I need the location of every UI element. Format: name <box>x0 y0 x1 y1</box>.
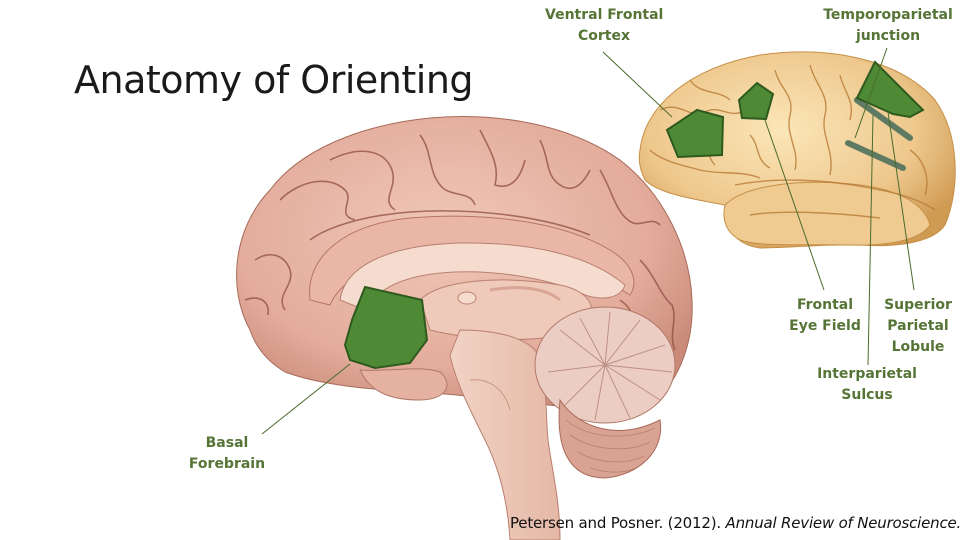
label-line: Frontal <box>796 297 854 313</box>
citation-authors: Petersen and Posner. (2012). <box>510 514 726 532</box>
label-temporoparietal-junction: Temporoparietal junction <box>823 5 953 47</box>
label-interparietal-sulcus: Interparietal Sulcus <box>812 364 922 406</box>
region-basal-forebrain <box>343 285 429 370</box>
label-line: Basal <box>205 435 249 451</box>
label-line: Eye Field <box>789 318 861 334</box>
label-ventral-frontal-cortex: Ventral Frontal Cortex <box>545 5 663 47</box>
label-line: Superior <box>884 297 952 313</box>
label-line: Sulcus <box>841 387 893 403</box>
citation-journal: Annual Review of Neuroscience. <box>725 514 960 532</box>
sagittal-brain <box>236 116 693 540</box>
leader-line-fef <box>764 119 825 291</box>
region-frontal-eye-field <box>737 81 775 121</box>
label-line: Cortex <box>577 28 630 44</box>
highlighted-regions <box>343 60 925 370</box>
label-frontal-eye-field: Frontal Eye Field <box>786 295 864 337</box>
label-basal-forebrain: Basal Forebrain <box>185 433 269 475</box>
leader-line-ips <box>867 114 874 366</box>
label-line: Temporoparietal <box>823 7 953 23</box>
leader-line-spl <box>887 111 915 291</box>
label-line: junction <box>855 28 921 44</box>
slide-title: Anatomy of Orienting <box>74 58 474 102</box>
leader-lines <box>261 47 915 435</box>
label-line: Parietal <box>887 318 949 334</box>
citation: Petersen and Posner. (2012). Annual Revi… <box>510 514 960 532</box>
label-superior-parietal-lobule: Superior Parietal Lobule <box>882 295 954 358</box>
leader-line-basal-forebrain <box>261 363 351 435</box>
leader-line-vfc <box>602 51 673 118</box>
region-temporoparietal-junction <box>855 60 925 119</box>
label-line: Ventral Frontal <box>545 7 664 23</box>
region-ventral-frontal-cortex <box>665 108 725 159</box>
leader-line-tpj <box>854 47 888 139</box>
label-line: Lobule <box>891 339 945 355</box>
label-line: Interparietal <box>817 366 917 382</box>
label-line: Forebrain <box>188 456 266 472</box>
